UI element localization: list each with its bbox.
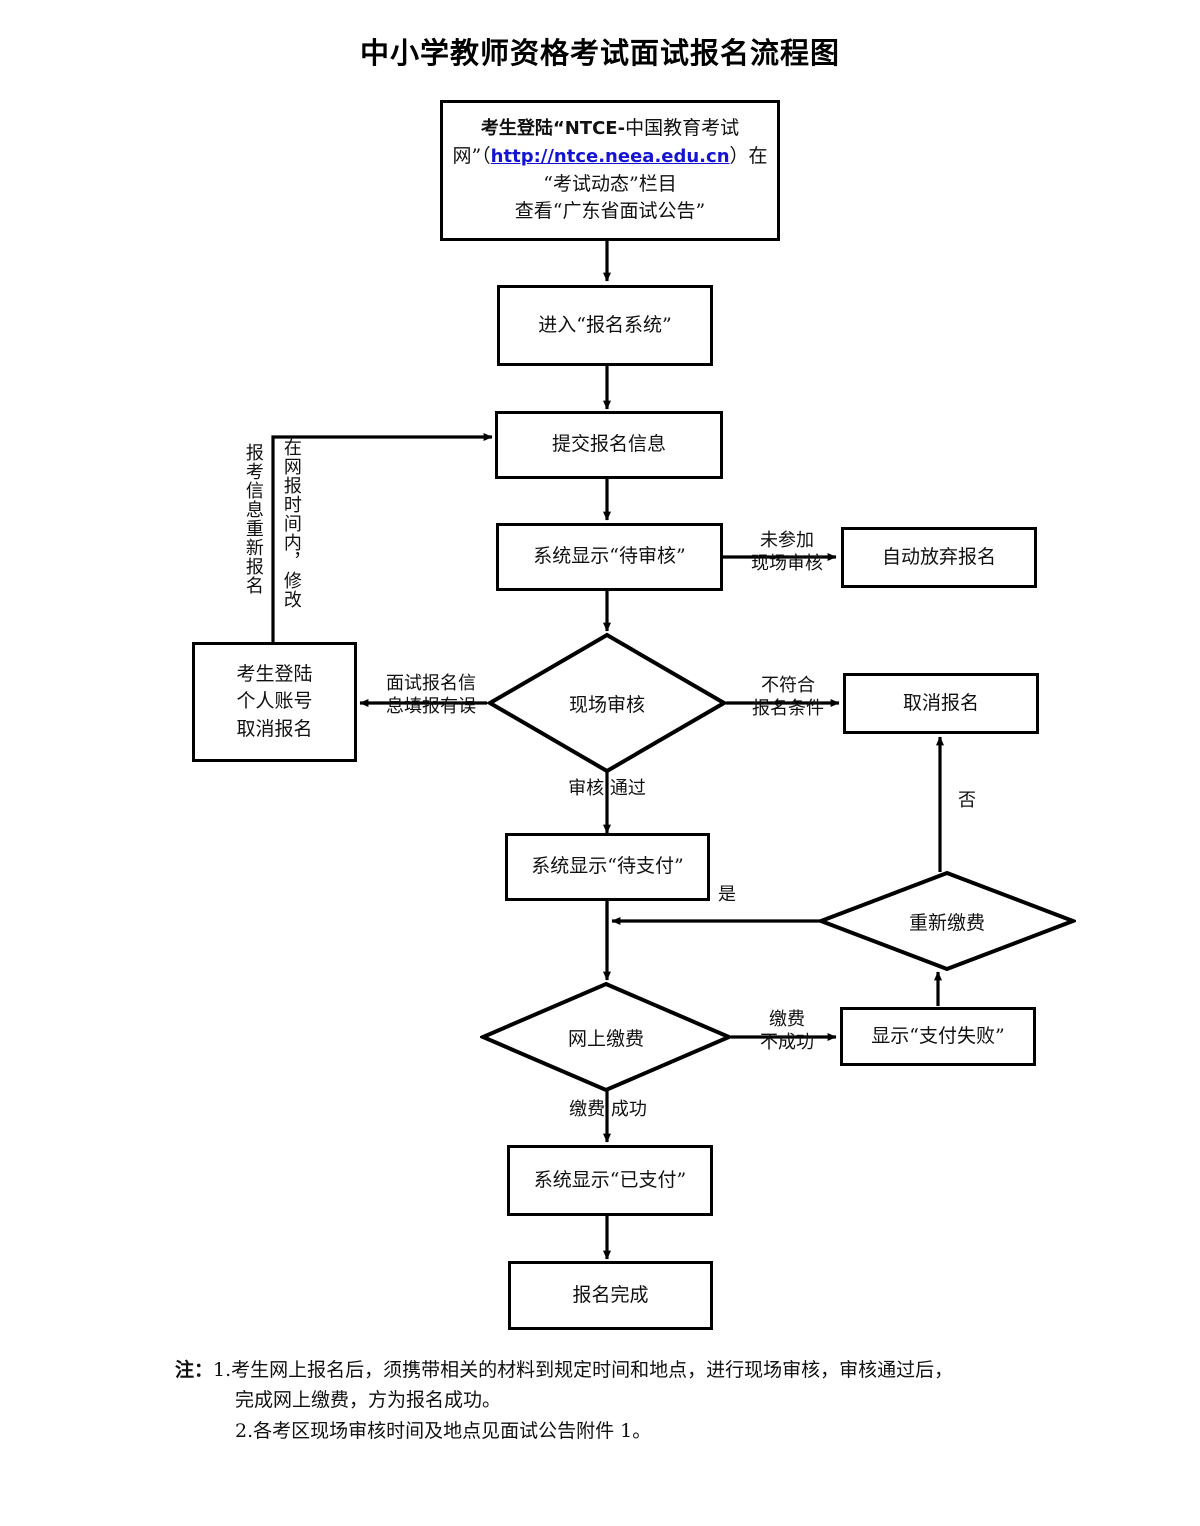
node-auto-abandon-label: 自动放弃报名 xyxy=(881,545,996,568)
start-line-2a: 网”（ xyxy=(452,144,491,167)
start-line-1: 考生登陆“NTCE-中国教育考试 xyxy=(449,115,771,143)
diamond-shape xyxy=(480,981,732,1093)
node-online-pay-label: 网上缴费 xyxy=(567,1027,644,1050)
edge-label-info-error: 面试报名信 息填报有误 xyxy=(386,673,476,717)
node-status-pending-review: 系统显示“待审核” xyxy=(496,523,723,591)
edge-label-repay-yes: 是 xyxy=(718,884,736,905)
node-submit-info: 提交报名信息 xyxy=(495,411,723,479)
notes-block: 注： 1. 考生网上报名后，须携带相关的材料到规定时间和地点，进行现场审核，审核… xyxy=(175,1355,1105,1446)
ntce-website-link[interactable]: http://ntce.neea.edu.cn xyxy=(490,145,730,167)
node-enter-system-label: 进入“报名系统” xyxy=(538,313,672,336)
node-done-label: 报名完成 xyxy=(572,1283,649,1306)
diamond-shape xyxy=(487,632,727,774)
node-submit-info-label: 提交报名信息 xyxy=(551,433,666,456)
node-online-pay: 网上缴费 xyxy=(480,981,732,1093)
node-pay-failed-label: 显示“支付失败” xyxy=(871,1024,1005,1047)
diamond-shape xyxy=(818,870,1076,972)
note-row-2: 2. 各考区现场审核时间及地点见面试公告附件 1。 xyxy=(235,1416,1105,1446)
node-status-paid-label: 系统显示“已支付” xyxy=(533,1168,687,1191)
node-auto-abandon: 自动放弃报名 xyxy=(841,527,1037,588)
edge-label-review-passed: 审核 通过 xyxy=(568,778,646,799)
edge-label-not-qualified: 不符合 报名条件 xyxy=(752,675,824,719)
note-row-1: 注： 1. 考生网上报名后，须携带相关的材料到规定时间和地点，进行现场审核，审核… xyxy=(175,1355,1105,1385)
note-2-line-1: 各考区现场审核时间及地点见面试公告附件 1。 xyxy=(253,1419,652,1442)
start-line-4: 查看“广东省面试公告” xyxy=(514,200,706,223)
notes-lead: 注： xyxy=(175,1359,214,1381)
start-line-2b: ）在 xyxy=(729,144,768,167)
note-2-number: 2. xyxy=(235,1419,254,1442)
node-status-pending-pay: 系统显示“待支付” xyxy=(505,833,710,901)
edge-label-pay-success: 缴费 成功 xyxy=(569,1099,647,1120)
node-repay: 重新缴费 xyxy=(818,870,1076,972)
edge-label-no-onsite-review: 未参加 现场审核 xyxy=(751,530,823,574)
edge-label-pay-failed: 缴费 不成功 xyxy=(760,1009,814,1053)
node-pay-failed: 显示“支付失败” xyxy=(840,1007,1036,1066)
node-login-cancel: 考生登陆 个人账号 取消报名 xyxy=(192,642,357,762)
page-title: 中小学教师资格考试面试报名流程图 xyxy=(359,36,840,70)
edge-label-vertical-modify-window: 在网报时间内，修改 xyxy=(280,438,302,609)
node-cancel-registration: 取消报名 xyxy=(843,673,1039,734)
start-line-2: 网”（http://ntce.neea.edu.cn）在 xyxy=(449,143,771,171)
node-status-pending-pay-label: 系统显示“待支付” xyxy=(531,855,684,878)
node-status-paid: 系统显示“已支付” xyxy=(507,1145,713,1216)
node-enter-system: 进入“报名系统” xyxy=(497,285,713,366)
note-1-line-2: 完成网上缴费，方为报名成功。 xyxy=(235,1389,502,1412)
node-repay-label: 重新缴费 xyxy=(908,911,985,934)
node-done: 报名完成 xyxy=(508,1261,713,1330)
node-start: 考生登陆“NTCE-中国教育考试 网”（http://ntce.neea.edu… xyxy=(440,100,780,241)
note-1-line-1: 考生网上报名后，须携带相关的材料到规定时间和地点，进行现场审核，审核通过后， xyxy=(231,1359,954,1381)
node-status-pending-review-label: 系统显示“待审核” xyxy=(533,545,686,568)
edge-label-repay-no: 否 xyxy=(958,790,976,811)
start-line-1b: 中国教育考试 xyxy=(625,117,740,140)
node-onsite-review: 现场审核 xyxy=(487,632,727,774)
note-1-number: 1. xyxy=(213,1359,232,1381)
node-login-cancel-label: 考生登陆 个人账号 取消报名 xyxy=(236,662,313,740)
node-onsite-review-label: 现场审核 xyxy=(568,693,645,716)
edge-label-vertical-reapply: 报考信息重新报名 xyxy=(242,443,264,595)
node-cancel-registration-label: 取消报名 xyxy=(902,691,979,714)
start-line-1a: 考生登陆“NTCE- xyxy=(480,118,626,140)
start-line-3: “考试动态”栏目 xyxy=(543,172,677,195)
note-row-1-cont: 完成网上缴费，方为报名成功。 xyxy=(235,1385,1105,1415)
